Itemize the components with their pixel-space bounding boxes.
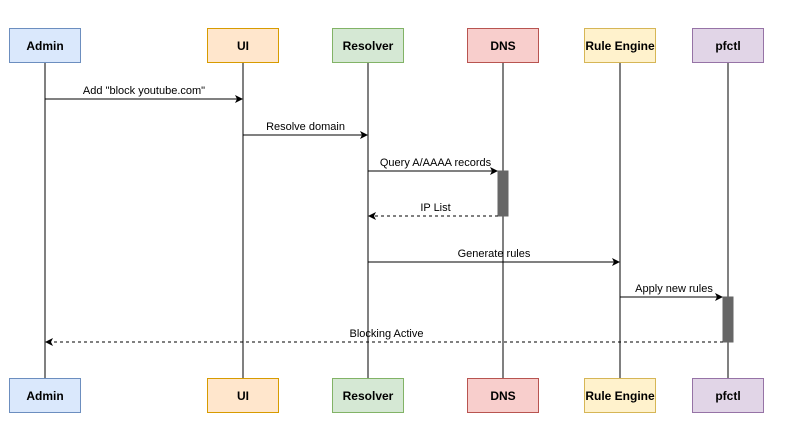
message-label-4: IP List [420,202,450,214]
participant-pfctl-top: pfctl [692,28,764,63]
participant-admin-bottom: Admin [9,378,81,413]
activation-bar-dns [497,170,509,217]
message-label-2: Resolve domain [266,121,345,133]
participant-resolver-top: Resolver [332,28,404,63]
message-label-1: Add "block youtube.com" [83,85,205,97]
activation-bar-pfctl [722,296,734,343]
message-label-3: Query A/AAAA records [380,157,492,169]
message-label-7: Blocking Active [350,328,424,340]
participant-ui-bottom: UI [207,378,279,413]
message-label-6: Apply new rules [635,283,713,295]
message-label-5: Generate rules [458,248,531,260]
participant-pfctl-bottom: pfctl [692,378,764,413]
participant-dns-top: DNS [467,28,539,63]
participant-ui-top: UI [207,28,279,63]
participant-resolver-bottom: Resolver [332,378,404,413]
participant-admin-top: Admin [9,28,81,63]
participant-rule-engine-bottom: Rule Engine [584,378,656,413]
participant-dns-bottom: DNS [467,378,539,413]
participant-rule-engine-top: Rule Engine [584,28,656,63]
